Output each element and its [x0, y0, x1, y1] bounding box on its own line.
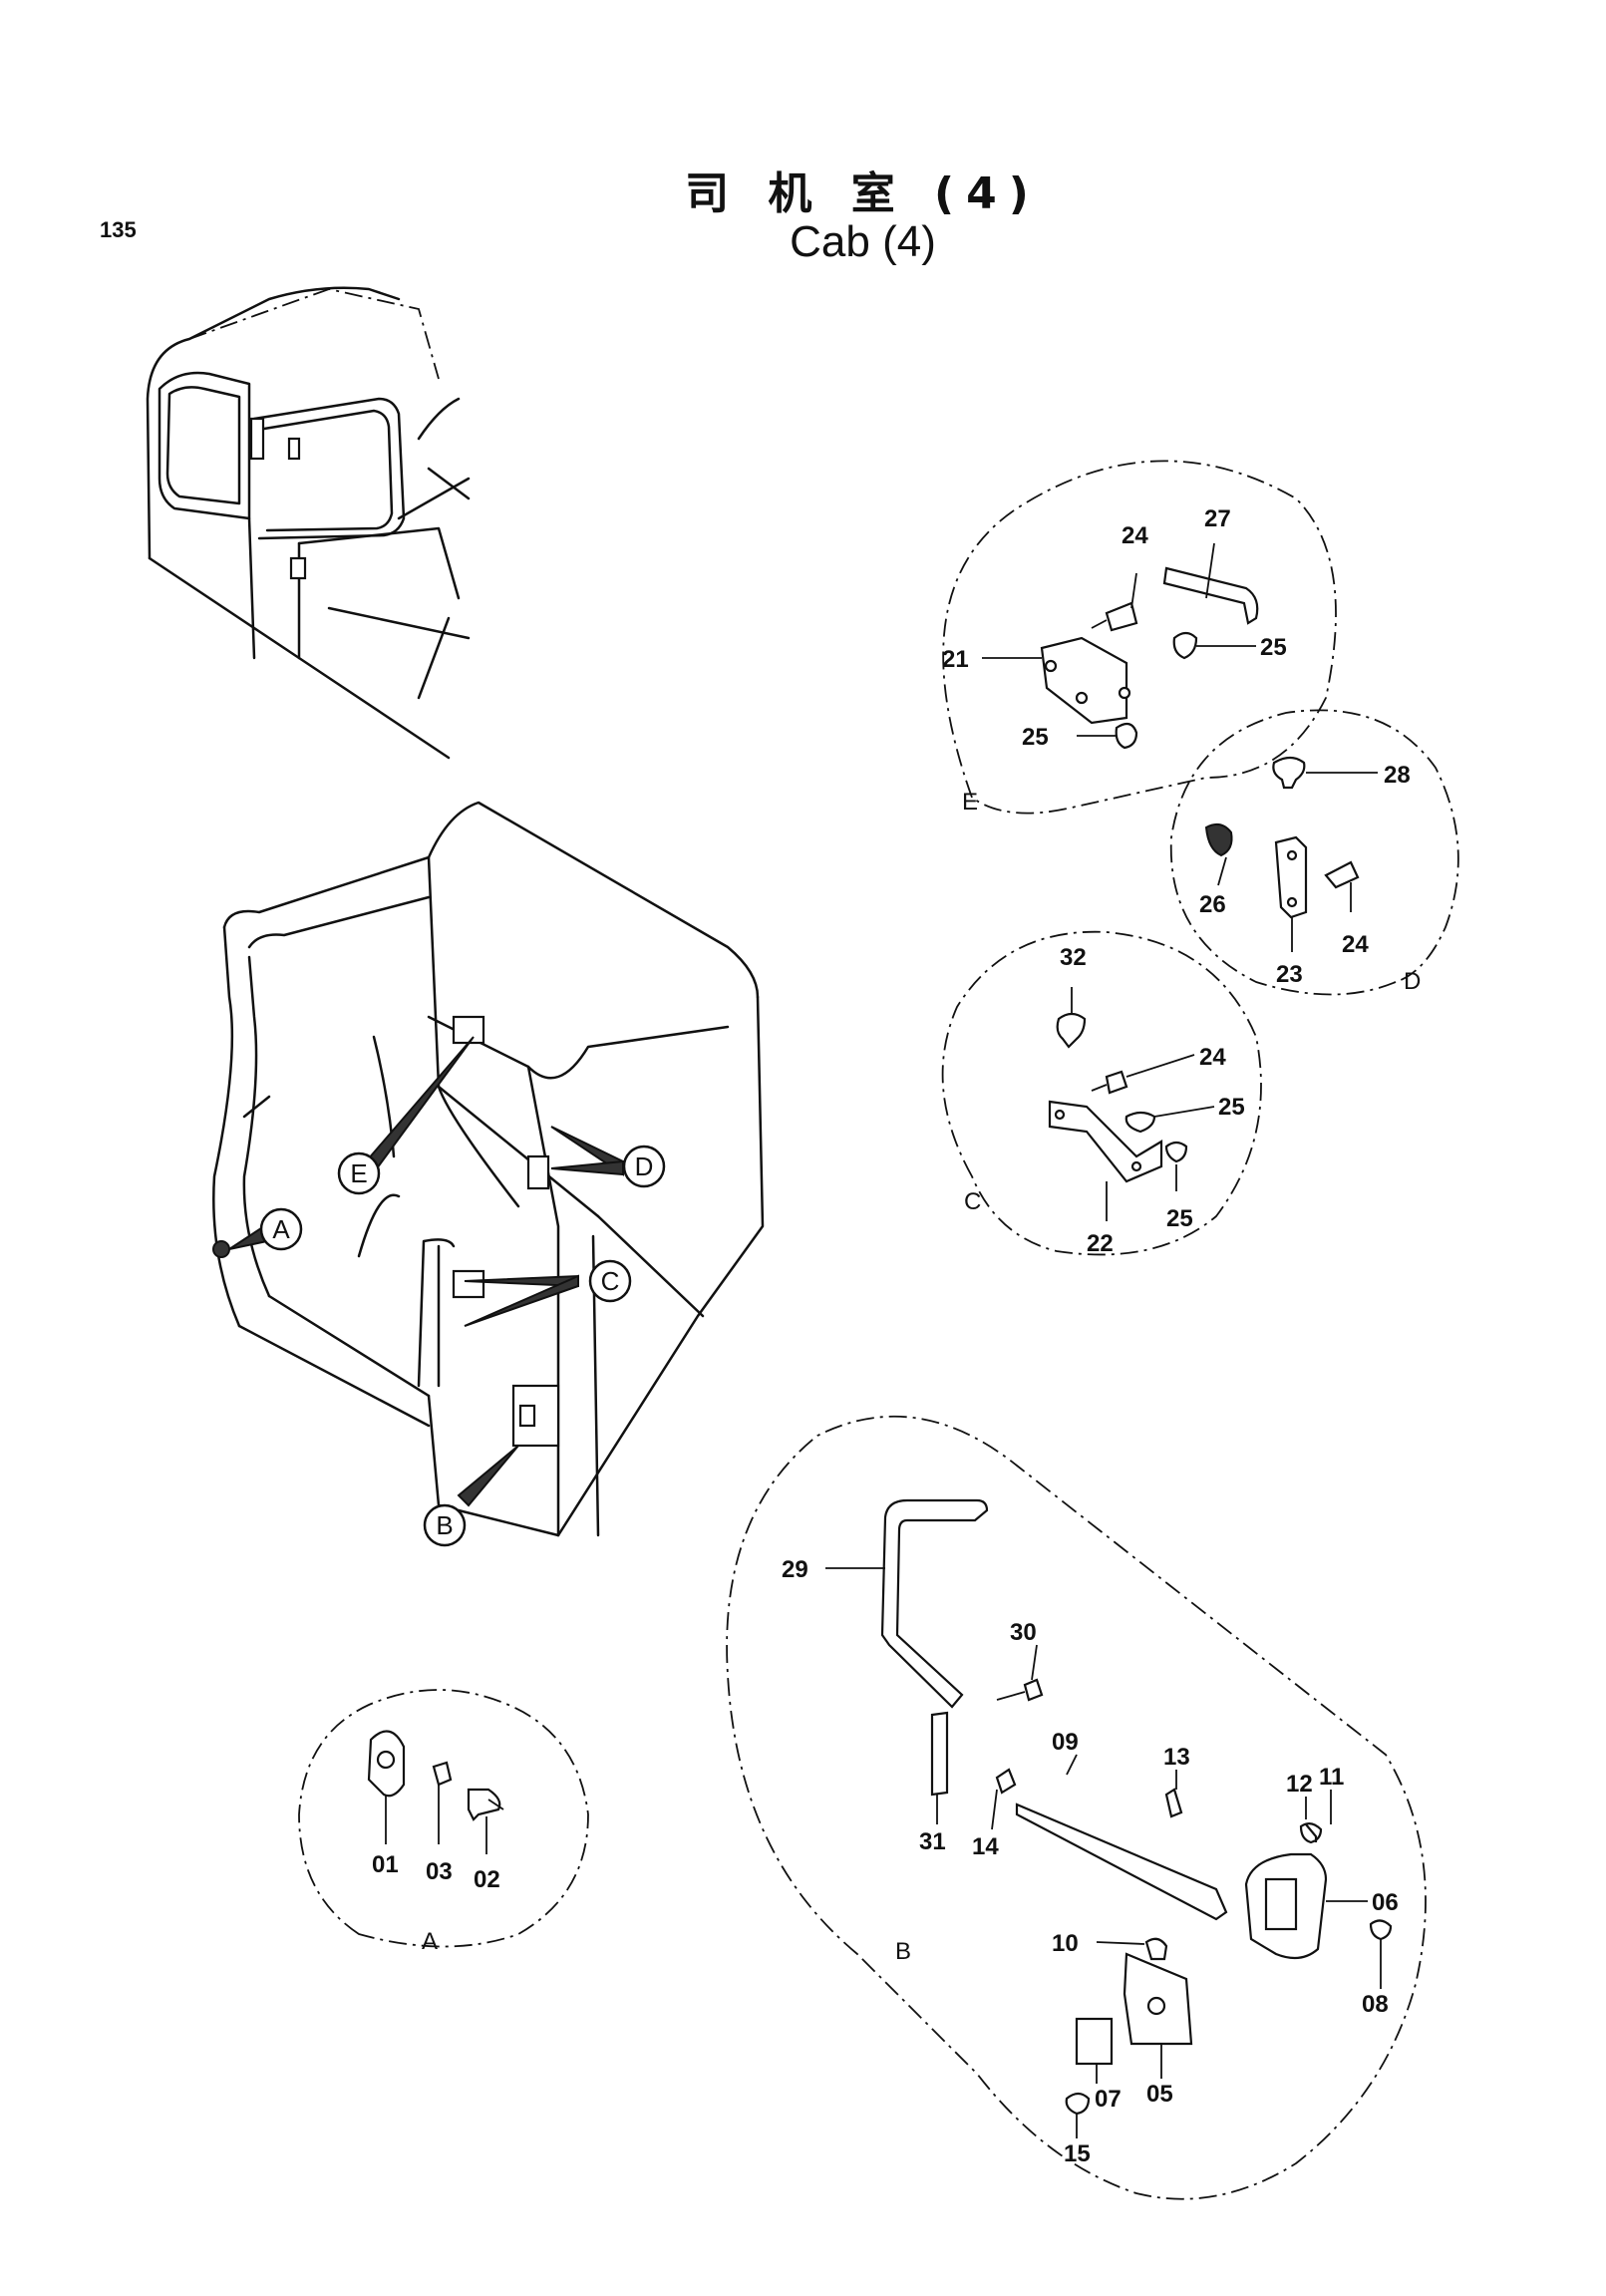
svg-text:D: D	[635, 1151, 654, 1181]
page-title-english: Cab (4)	[790, 217, 936, 266]
part-label: 31	[919, 1828, 946, 1855]
part-label: 32	[1060, 944, 1087, 971]
part-label: 08	[1362, 1991, 1389, 2018]
part-label: 12	[1286, 1771, 1313, 1798]
svg-text:C: C	[601, 1266, 620, 1296]
part-label: 21	[942, 646, 969, 673]
part-label: 15	[1064, 2140, 1091, 2167]
detail-E: 24 27 21 25 25 E	[942, 460, 1337, 816]
cab-overview-illustration	[146, 286, 471, 760]
callout-D[interactable]: D	[622, 1145, 666, 1188]
detail-A-label: A	[422, 1928, 438, 1955]
detail-B-label: B	[895, 1938, 911, 1965]
svg-text:E: E	[350, 1158, 367, 1188]
callout-E[interactable]: E	[337, 1151, 381, 1195]
part-label: 25	[1218, 1094, 1245, 1121]
page-title-chinese: 司 机 室 (4)	[685, 168, 1041, 219]
part-label: 11	[1319, 1764, 1344, 1791]
part-label: 06	[1372, 1889, 1399, 1916]
callout-C[interactable]: C	[588, 1259, 632, 1303]
detail-D-label: D	[1404, 968, 1421, 995]
svg-text:A: A	[272, 1214, 290, 1244]
part-label: 30	[1010, 1619, 1037, 1646]
part-label: 24	[1342, 931, 1369, 958]
part-label: 22	[1087, 1230, 1114, 1257]
callout-B[interactable]: B	[423, 1503, 467, 1547]
part-label: 28	[1384, 762, 1411, 789]
page-number: 135	[100, 217, 137, 242]
part-label: 25	[1260, 634, 1287, 661]
part-label: 24	[1122, 522, 1148, 549]
part-label: 24	[1199, 1044, 1226, 1071]
part-label: 13	[1163, 1744, 1190, 1771]
part-label: 03	[426, 1858, 453, 1885]
part-label: 07	[1095, 2086, 1122, 2113]
detail-E-label: E	[962, 789, 978, 816]
part-label: 14	[972, 1833, 999, 1860]
detail-B: 29 30 31 14 09 13 12 11 06 10 08 05 07 1…	[726, 1415, 1427, 2200]
part-label: 29	[782, 1556, 808, 1583]
part-label: 10	[1052, 1930, 1079, 1957]
part-label: 23	[1276, 961, 1303, 988]
detail-C: 32 24 25 22 25 C	[941, 930, 1262, 1257]
detail-A: 01 03 02 A	[298, 1689, 589, 1955]
part-label: 25	[1166, 1205, 1193, 1232]
callout-A[interactable]: A	[259, 1207, 303, 1251]
cab-main-illustration	[212, 801, 765, 1537]
part-label: 26	[1199, 891, 1226, 918]
part-label: 25	[1022, 724, 1049, 751]
part-label: 09	[1052, 1729, 1079, 1756]
part-label: 02	[474, 1866, 500, 1893]
part-label: 05	[1146, 2081, 1173, 2108]
part-label: 27	[1204, 505, 1231, 532]
part-label: 01	[372, 1851, 399, 1878]
svg-text:B: B	[436, 1510, 453, 1540]
detail-D: 28 26 24 23 D	[1169, 709, 1459, 996]
detail-C-label: C	[964, 1188, 981, 1215]
